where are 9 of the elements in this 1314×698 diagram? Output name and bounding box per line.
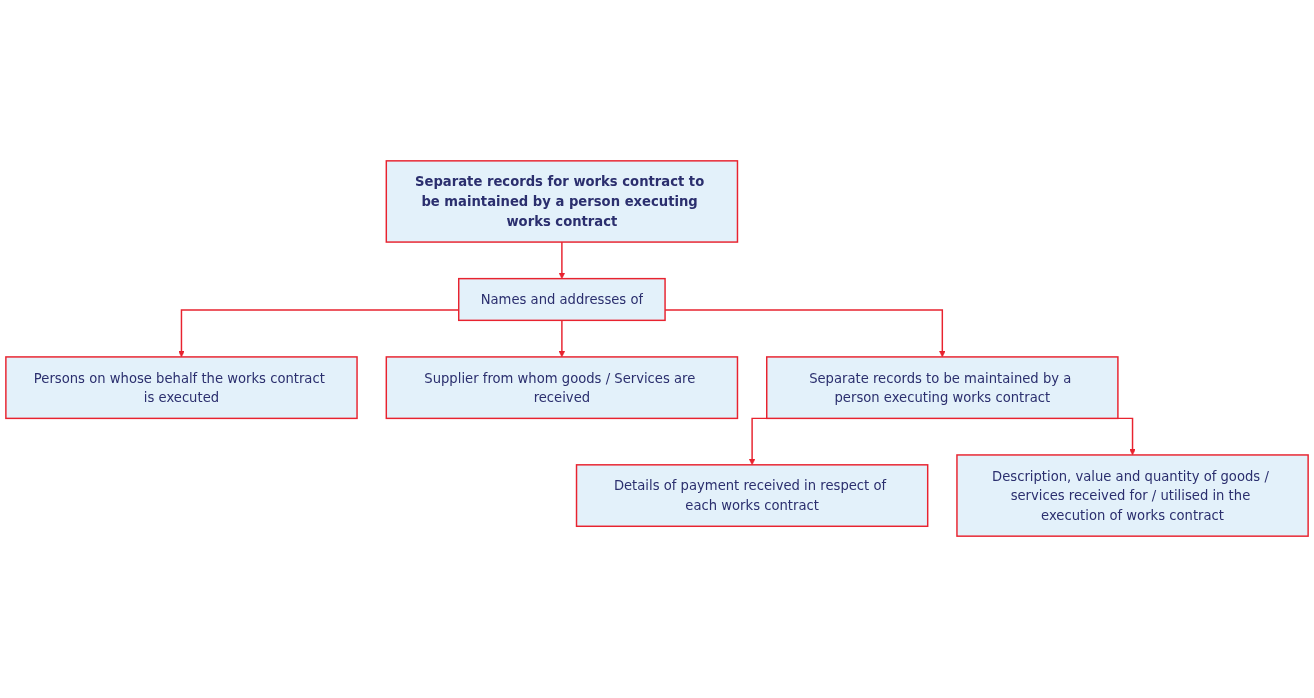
- node-box: Details of payment received in respect of each works contract: [575, 464, 929, 528]
- arrow: [558, 320, 566, 358]
- node-box: Separate records for works contract to be maintained by a person executing works contract: [385, 160, 739, 244]
- node-box: Persons on whose behalf the works contract is executed: [5, 356, 358, 420]
- node-box: Description, value and quantity of goods / services received for / utilised in the execution of works contract: [956, 454, 1309, 538]
- arrow: [558, 241, 566, 280]
- node-box: Supplier from whom goods / Services are received: [385, 356, 739, 420]
- node-box: Separate records to be maintained by a person executing works contract: [766, 356, 1119, 420]
- node-box: Names and addresses of: [458, 278, 666, 322]
